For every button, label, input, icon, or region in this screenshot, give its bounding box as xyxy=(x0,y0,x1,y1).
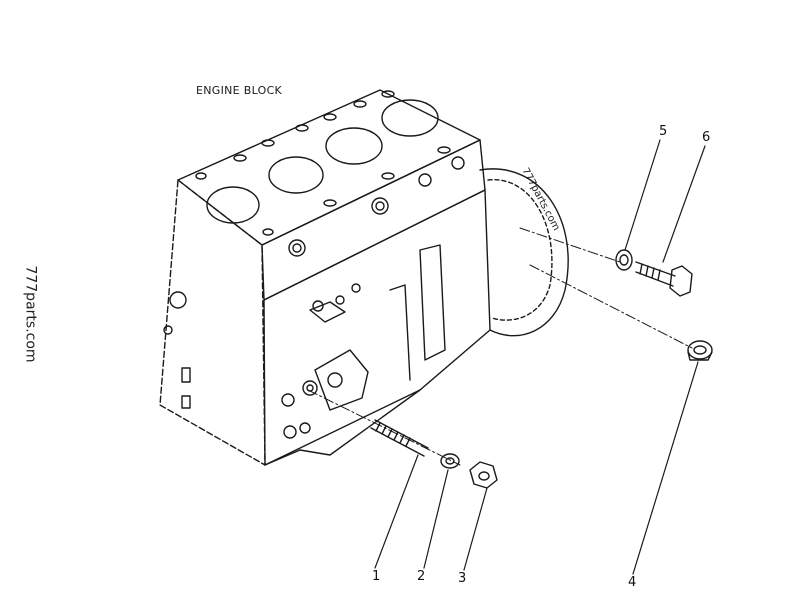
deck-bolt-boss xyxy=(261,139,275,147)
leader-4 xyxy=(632,361,699,575)
deck-bolt-boss xyxy=(353,100,367,108)
block-side-lower xyxy=(263,189,491,466)
cylinder-bore-3 xyxy=(325,127,383,165)
cylinder-bore-1 xyxy=(206,186,260,224)
deck-bolt-boss xyxy=(295,124,309,132)
block-front-face xyxy=(159,179,266,466)
pump-mount-pad xyxy=(314,349,369,411)
front-hole xyxy=(281,393,295,407)
bolt-part xyxy=(635,261,693,297)
deck-bolt-boss xyxy=(323,113,337,121)
leader-5 xyxy=(624,139,661,251)
callout-2: 2 xyxy=(417,569,426,584)
centerline-bolt xyxy=(519,227,621,263)
stud-hole xyxy=(302,380,318,396)
deck-bolt-boss xyxy=(323,199,337,207)
callout-6: 6 xyxy=(702,130,711,145)
callout-3: 3 xyxy=(458,571,467,586)
front-lug xyxy=(181,395,191,409)
centerline-stud xyxy=(307,389,461,466)
stud-part xyxy=(370,419,429,457)
leader-1 xyxy=(374,454,419,569)
callout-5: 5 xyxy=(659,124,668,139)
side-port xyxy=(375,201,385,211)
parts-stamp: 777parts.com xyxy=(519,166,561,232)
cylinder-bore-4 xyxy=(381,99,439,137)
deck-bolt-boss xyxy=(381,172,395,180)
plug-part xyxy=(687,340,713,361)
front-hole xyxy=(299,422,311,434)
leader-3 xyxy=(463,487,488,571)
front-lug xyxy=(181,367,191,383)
callout-1: 1 xyxy=(372,569,381,584)
washer-5-part xyxy=(615,249,633,271)
deck-bolt-boss xyxy=(262,228,274,236)
washer-part xyxy=(440,453,460,469)
pump-mount-hole xyxy=(327,372,343,388)
deck-bolt-boss xyxy=(195,172,207,180)
nut-part xyxy=(469,461,498,489)
leader-6 xyxy=(662,145,706,263)
gallery-hole xyxy=(335,295,345,305)
front-boss xyxy=(163,325,173,335)
deck-bolt-boss xyxy=(381,90,395,98)
oil-gallery xyxy=(309,301,346,323)
gallery-hole xyxy=(312,300,324,312)
centerline-plug xyxy=(529,264,693,349)
side-port xyxy=(371,197,389,215)
leader-2 xyxy=(423,469,449,569)
front-boss xyxy=(169,291,187,309)
side-port xyxy=(418,173,432,187)
skirt-edge xyxy=(264,389,421,466)
side-port xyxy=(451,156,465,170)
side-port xyxy=(288,239,306,257)
side-rib xyxy=(419,244,446,361)
side-port xyxy=(292,243,302,253)
cylinder-bore-2 xyxy=(268,156,324,194)
callout-4: 4 xyxy=(628,575,637,590)
front-hole xyxy=(283,425,297,439)
bell-housing-inner xyxy=(487,179,553,321)
deck-bolt-boss xyxy=(233,154,247,162)
gallery-hole xyxy=(351,283,361,293)
side-rib xyxy=(389,284,411,381)
deck-bolt-boss xyxy=(437,146,451,154)
bell-housing xyxy=(479,168,569,337)
diagram-title: ENGINE BLOCK xyxy=(196,84,283,97)
